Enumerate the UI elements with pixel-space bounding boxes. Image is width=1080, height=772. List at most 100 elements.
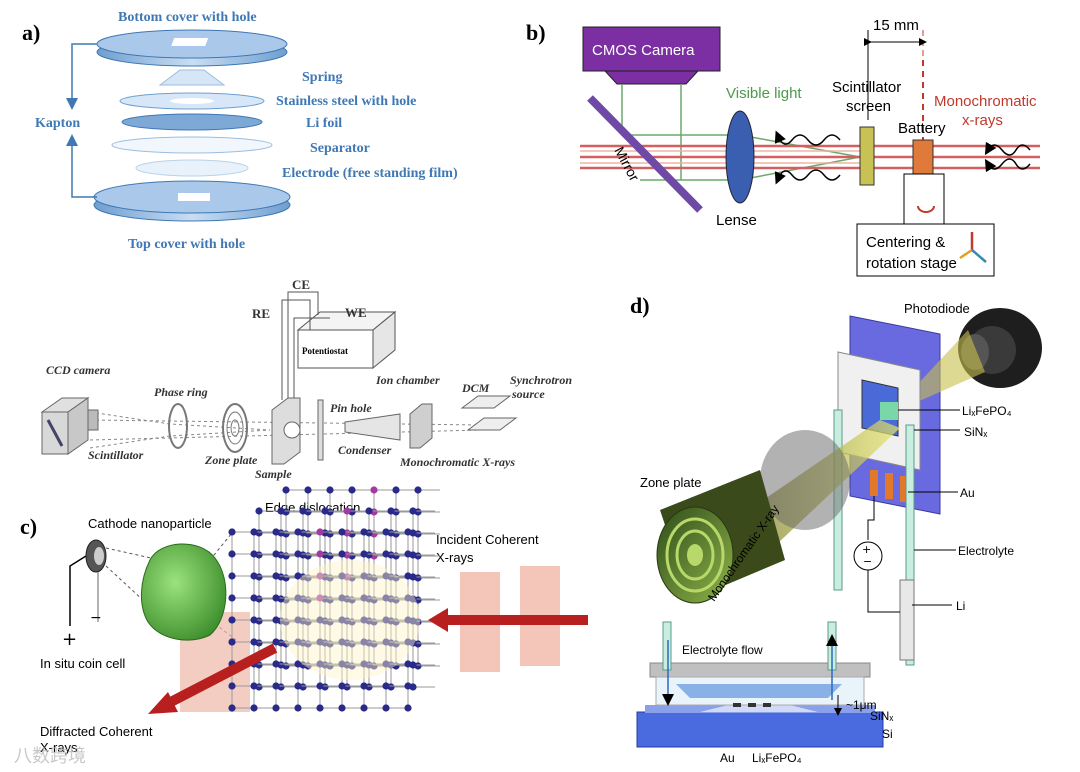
lattice-atom [250, 704, 258, 712]
label-mono-1: Monochromatic [934, 93, 1037, 110]
minus-sign: − [90, 610, 102, 626]
flow-cell-cross-section [636, 621, 884, 748]
label-phase-ring: Phase ring [154, 385, 208, 399]
watermark-text: 八数跨境 [14, 746, 86, 767]
label-ce: CE [292, 277, 310, 292]
mirror [587, 95, 703, 213]
label-electrolyte: Electrolyte [958, 544, 1014, 558]
lattice-atom [360, 704, 368, 712]
bottom-cover-disk [96, 29, 288, 67]
emission-squiggles [774, 130, 1031, 185]
lattice-atom [316, 660, 324, 668]
lattice-atom [228, 638, 236, 646]
lattice-atom [250, 638, 258, 646]
lattice-atom [382, 594, 390, 602]
lattice-atom [316, 682, 324, 690]
lattice-atom [404, 704, 412, 712]
label-lifepo4-2: LiₓFePO₄ [752, 751, 802, 765]
label-pin-hole: Pin hole [330, 401, 372, 415]
dislocation-atom [316, 528, 324, 536]
label-we: WE [345, 305, 367, 320]
lense [725, 110, 755, 204]
separator-disk [111, 136, 273, 154]
label-15mm: 15 mm [873, 17, 919, 34]
lattice-atom [294, 616, 302, 624]
ccd-camera [40, 397, 99, 455]
lattice-atom [382, 682, 390, 690]
lattice-atom [382, 638, 390, 646]
stage-post [903, 173, 945, 225]
lattice-atom [250, 550, 258, 558]
li-syringe [899, 579, 915, 661]
lattice-atom [304, 486, 312, 494]
potentiostat-box [296, 310, 397, 370]
label-diffracted-2: X-rays [40, 740, 78, 755]
label-steel: Stainless steel with hole [276, 94, 416, 109]
panel-txm: Potentiostat CE RE WE [40, 277, 572, 481]
lattice-atom [228, 616, 236, 624]
label-scintillator-txm: Scintillator [88, 448, 144, 462]
label-spring: Spring [302, 70, 342, 85]
crystal-lattice [228, 486, 440, 712]
lattice-atom [360, 594, 368, 602]
sample-holder [271, 397, 301, 465]
lattice-atom [272, 704, 280, 712]
lattice-atom [294, 572, 302, 580]
battery-plus: + [862, 543, 871, 556]
lattice-atom [294, 638, 302, 646]
dislocation-atom [343, 507, 351, 515]
label-diffracted-1: Diffracted Coherent [40, 724, 153, 739]
label-photodiode: Photodiode [904, 301, 970, 316]
lattice-atom [404, 572, 412, 580]
lattice-atom [382, 616, 390, 624]
lattice-atom [228, 594, 236, 602]
panel-d-letter: d) [630, 293, 650, 318]
dislocation-atom [316, 594, 324, 602]
lattice-atom [294, 528, 302, 536]
label-separator: Separator [310, 141, 370, 156]
lattice-atom [294, 594, 302, 602]
zone-plate-cylinder [656, 430, 850, 604]
lattice-atom [250, 682, 258, 690]
lattice-atom [255, 507, 263, 515]
lattice-atom [338, 572, 346, 580]
lattice-atom [294, 660, 302, 668]
lattice-atom [316, 616, 324, 624]
lattice-atom [360, 572, 368, 580]
top-cover-disk [93, 180, 291, 222]
lattice-atom [338, 550, 346, 558]
circuit [853, 496, 900, 613]
lattice-atom [387, 507, 395, 515]
panel-d: d) Photodiode + − [630, 293, 1042, 765]
pin-hole [317, 399, 324, 461]
label-dcm: DCM [461, 381, 490, 395]
label-electrode: Electrode (free standing film) [282, 166, 458, 181]
cathode-nanoparticle [140, 543, 227, 641]
lattice-atom [382, 660, 390, 668]
lattice-atom [382, 528, 390, 536]
lattice-atom [360, 682, 368, 690]
lattice-atom [404, 550, 412, 558]
lattice-atom [321, 507, 329, 515]
label-stage-1: Centering & [866, 234, 945, 251]
panel-a-letter: a) [22, 20, 40, 45]
panel-c-letter: c) [20, 514, 37, 539]
condenser [344, 413, 401, 441]
li-foil-disk [121, 113, 263, 131]
lattice-atom [360, 528, 368, 536]
lattice-atom [272, 528, 280, 536]
lattice-atom [404, 638, 412, 646]
dcm [460, 395, 518, 431]
label-incident-2: X-rays [436, 550, 474, 565]
spring-shape [158, 69, 226, 86]
label-battery: Battery [898, 120, 946, 137]
label-visible-light: Visible light [726, 85, 802, 102]
lattice-atom [272, 616, 280, 624]
lattice-atom [392, 486, 400, 494]
lattice-atom [338, 682, 346, 690]
label-ion-chamber: Ion chamber [375, 373, 440, 387]
label-incident-1: Incident Coherent [436, 532, 539, 547]
phase-ring [168, 403, 188, 449]
label-condenser: Condenser [338, 443, 392, 457]
label-mono-txm: Monochromatic X-rays [399, 455, 515, 469]
